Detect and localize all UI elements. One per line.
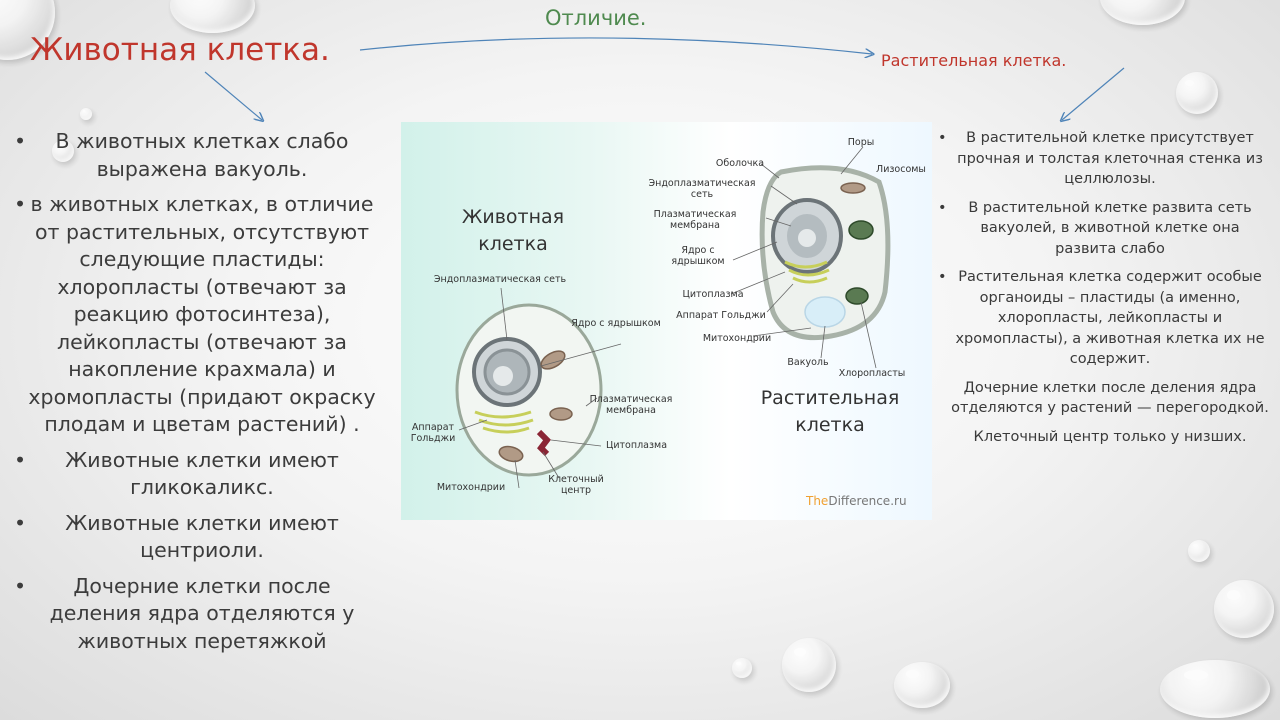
- plant-cell-features-list: • В растительной клетке присутствует проч…: [936, 128, 1276, 455]
- water-drop-decoration: [80, 108, 92, 120]
- label-cytoplasm: Цитоплазма: [682, 289, 744, 300]
- water-drop-decoration: [782, 638, 836, 692]
- label-membrane: Плазматическая мембрана: [589, 394, 673, 416]
- list-item: • Животные клетки имеют центриоли.: [0, 510, 390, 565]
- list-item-text: Клеточный центр только у низших.: [973, 428, 1247, 445]
- water-drop-decoration: [52, 140, 74, 162]
- label-mitochondria: Митохондрии: [702, 333, 772, 344]
- label-chloroplasts: Хлоропласты: [838, 368, 906, 379]
- slide-heading: Отличие.: [545, 6, 647, 30]
- list-item: • Дочерние клетки после деления ядра отде…: [0, 573, 390, 656]
- label-pores: Поры: [847, 137, 875, 148]
- water-drop-decoration: [732, 658, 752, 678]
- bullet: •: [14, 510, 27, 535]
- label-golgi: Аппарат Гольджи: [676, 310, 766, 321]
- arrow-plant-title: [1062, 67, 1125, 120]
- list-item: • Растительная клетка содержит особые орг…: [936, 267, 1276, 370]
- list-item: • В растительной клетке присутствует проч…: [936, 128, 1276, 190]
- list-item: • В животных клетках слабо выражена вакуо…: [0, 128, 390, 183]
- water-drop-decoration: [894, 662, 950, 708]
- list-item-text: Растительная клетка содержит особые орга…: [955, 269, 1265, 367]
- logo-suffix: .ru: [890, 494, 907, 508]
- connector-arrows: [204, 37, 1125, 140]
- list-item-text: Дочерние клетки после деления ядра отдел…: [49, 573, 355, 653]
- label-lysosomes: Лизосомы: [876, 164, 926, 175]
- arrow-heading-to-plant: [359, 37, 872, 54]
- plant-cell-title: Растительная клетка.: [881, 51, 1067, 70]
- list-item: Клеточный центр только у низших.: [936, 427, 1276, 448]
- label-centrosome: Клеточный центр: [548, 474, 604, 496]
- list-item: Дочерние клетки после деления ядра отдел…: [936, 378, 1276, 419]
- list-item-text: В растительной клетке присутствует прочн…: [957, 130, 1263, 187]
- source-logo: TheDifference.ru: [806, 494, 907, 508]
- list-item-text: В животных клетках слабо выражена вакуол…: [55, 129, 349, 181]
- label-wall: Оболочка: [715, 158, 765, 169]
- list-item: • В растительной клетке развита сеть ваку…: [936, 198, 1276, 260]
- label-nucleus: Ядро с ядрышком: [571, 318, 661, 329]
- label-vacuole: Вакуоль: [787, 357, 829, 368]
- cell-comparison-diagram: Животная клетка Растительная клетка Эндо…: [401, 122, 932, 520]
- plant-cell-caption: Растительная клетка: [760, 387, 900, 436]
- bullet: •: [14, 447, 27, 472]
- list-item-text: в животных клетках, в отличие от растите…: [28, 192, 376, 436]
- label-nucleus: Ядро с ядрышком: [671, 245, 725, 267]
- bullet: •: [938, 130, 947, 146]
- animal-cell-illustration: [455, 303, 603, 477]
- list-item: •в животных клетках, в отличие от растит…: [0, 191, 390, 439]
- water-drop-decoration: [1176, 72, 1218, 114]
- animal-cell-features-list: • В животных клетках слабо выражена вакуо…: [0, 128, 390, 663]
- label-golgi: Аппарат Гольджи: [410, 422, 456, 444]
- label-cytoplasm: Цитоплазма: [605, 440, 668, 451]
- animal-cell-title: Животная клетка.: [30, 32, 330, 68]
- label-mitochondria: Митохондрии: [436, 482, 506, 493]
- plant-cell-illustration: [759, 165, 891, 341]
- logo-prefix: The: [806, 494, 829, 508]
- bullet: •: [14, 573, 27, 598]
- list-item-text: Животные клетки имеют центриоли.: [65, 510, 339, 563]
- water-drop-decoration: [1214, 580, 1274, 638]
- bullet: •: [14, 192, 27, 216]
- water-drop-decoration: [1160, 660, 1270, 718]
- animal-cell-caption: Животная клетка: [461, 206, 565, 255]
- water-drop-decoration: [1188, 540, 1210, 562]
- list-item: • Животные клетки имеют гликокаликс.: [0, 447, 390, 502]
- list-item-text: Животные клетки имеют гликокаликс.: [65, 447, 339, 500]
- arrow-animal-title: [204, 71, 262, 120]
- bullet: •: [938, 199, 947, 216]
- bullet: •: [938, 269, 947, 285]
- bullet: •: [14, 129, 27, 153]
- label-er: Эндоплазматическая сеть: [648, 178, 756, 200]
- list-item-text: В растительной клетке развита сеть вакуо…: [968, 199, 1252, 257]
- diagram-pointer-lines: [458, 146, 877, 489]
- list-item-text: Дочерние клетки после деления ядра отдел…: [951, 379, 1269, 417]
- label-membrane: Плазматическая мембрана: [653, 209, 737, 231]
- label-er: Эндоплазматическая сеть: [433, 274, 567, 285]
- cell-illustration: [455, 146, 891, 489]
- logo-main: Difference: [828, 494, 891, 508]
